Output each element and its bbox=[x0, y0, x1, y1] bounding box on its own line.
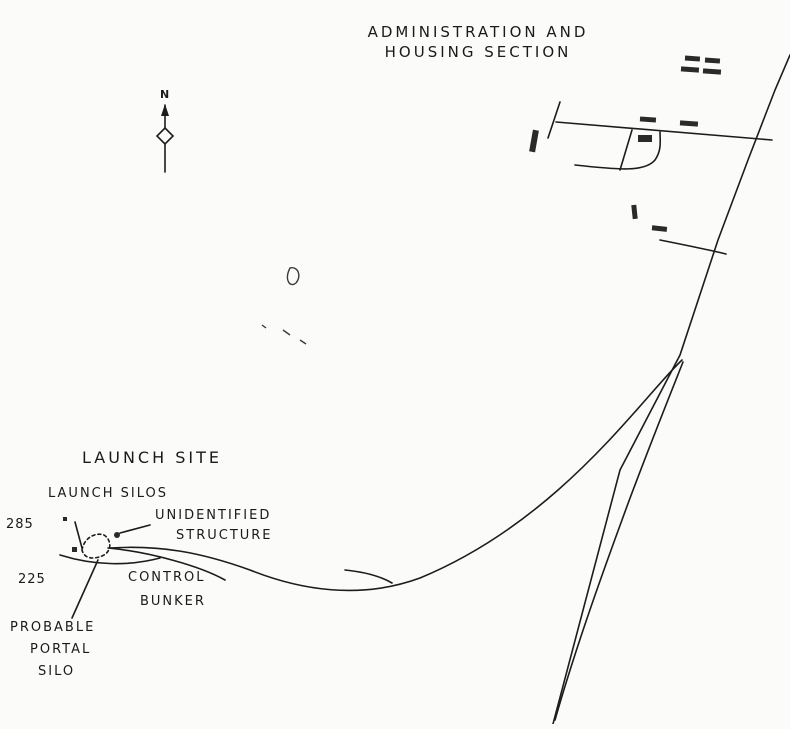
launch-arc bbox=[59, 554, 161, 565]
silo-marker bbox=[72, 547, 77, 552]
launch-outline bbox=[81, 533, 111, 559]
branch-road bbox=[554, 361, 684, 721]
control-bunker-line1: CONTROL bbox=[128, 570, 206, 585]
number-285: 285 bbox=[6, 517, 34, 532]
building bbox=[529, 129, 539, 153]
building bbox=[631, 204, 638, 220]
probable-portal-line3: SILO bbox=[38, 664, 76, 679]
map-mark bbox=[261, 324, 267, 329]
number-225: 225 bbox=[18, 572, 46, 587]
admin-road-loop bbox=[574, 131, 662, 170]
admin-section-label: ADMINISTRATION AND HOUSING SECTION bbox=[318, 22, 638, 62]
north-label: N bbox=[160, 88, 170, 101]
access-road bbox=[109, 359, 683, 592]
north-arrow-head bbox=[161, 104, 169, 116]
main-road bbox=[552, 54, 790, 725]
building bbox=[651, 225, 668, 232]
pointer-unidentified bbox=[119, 524, 151, 534]
building bbox=[638, 135, 652, 142]
building bbox=[680, 66, 700, 73]
admin-section-line2: HOUSING SECTION bbox=[384, 43, 572, 61]
pointer-control bbox=[107, 547, 226, 581]
silo-line bbox=[74, 521, 83, 549]
admin-road-east bbox=[555, 121, 773, 141]
probable-portal-line2: PORTAL bbox=[30, 642, 92, 657]
admin-road-south bbox=[659, 239, 727, 255]
admin-road-spur bbox=[547, 101, 561, 139]
unidentified-label-line1: UNIDENTIFIED bbox=[155, 508, 272, 523]
launch-silos-label: LAUNCH SILOS bbox=[48, 486, 169, 501]
building bbox=[639, 116, 657, 123]
building bbox=[704, 57, 721, 64]
structure-marker bbox=[114, 532, 120, 538]
probable-portal-line1: PROBABLE bbox=[10, 620, 96, 635]
north-arrow-diamond bbox=[155, 126, 175, 146]
road-spur bbox=[344, 569, 393, 584]
launch-site-label: LAUNCH SITE bbox=[82, 448, 222, 467]
control-bunker-line2: BUNKER bbox=[140, 594, 206, 609]
silo-marker bbox=[63, 517, 67, 521]
map-mark bbox=[299, 339, 307, 345]
building bbox=[702, 68, 722, 75]
admin-road-inner bbox=[619, 129, 633, 171]
building bbox=[684, 55, 701, 62]
pointer-portal bbox=[71, 559, 99, 619]
unidentified-label-line2: STRUCTURE bbox=[176, 528, 273, 543]
admin-section-line1: ADMINISTRATION AND bbox=[367, 23, 589, 41]
map-mark bbox=[282, 329, 291, 336]
map-mark bbox=[286, 267, 300, 286]
building bbox=[679, 120, 699, 127]
